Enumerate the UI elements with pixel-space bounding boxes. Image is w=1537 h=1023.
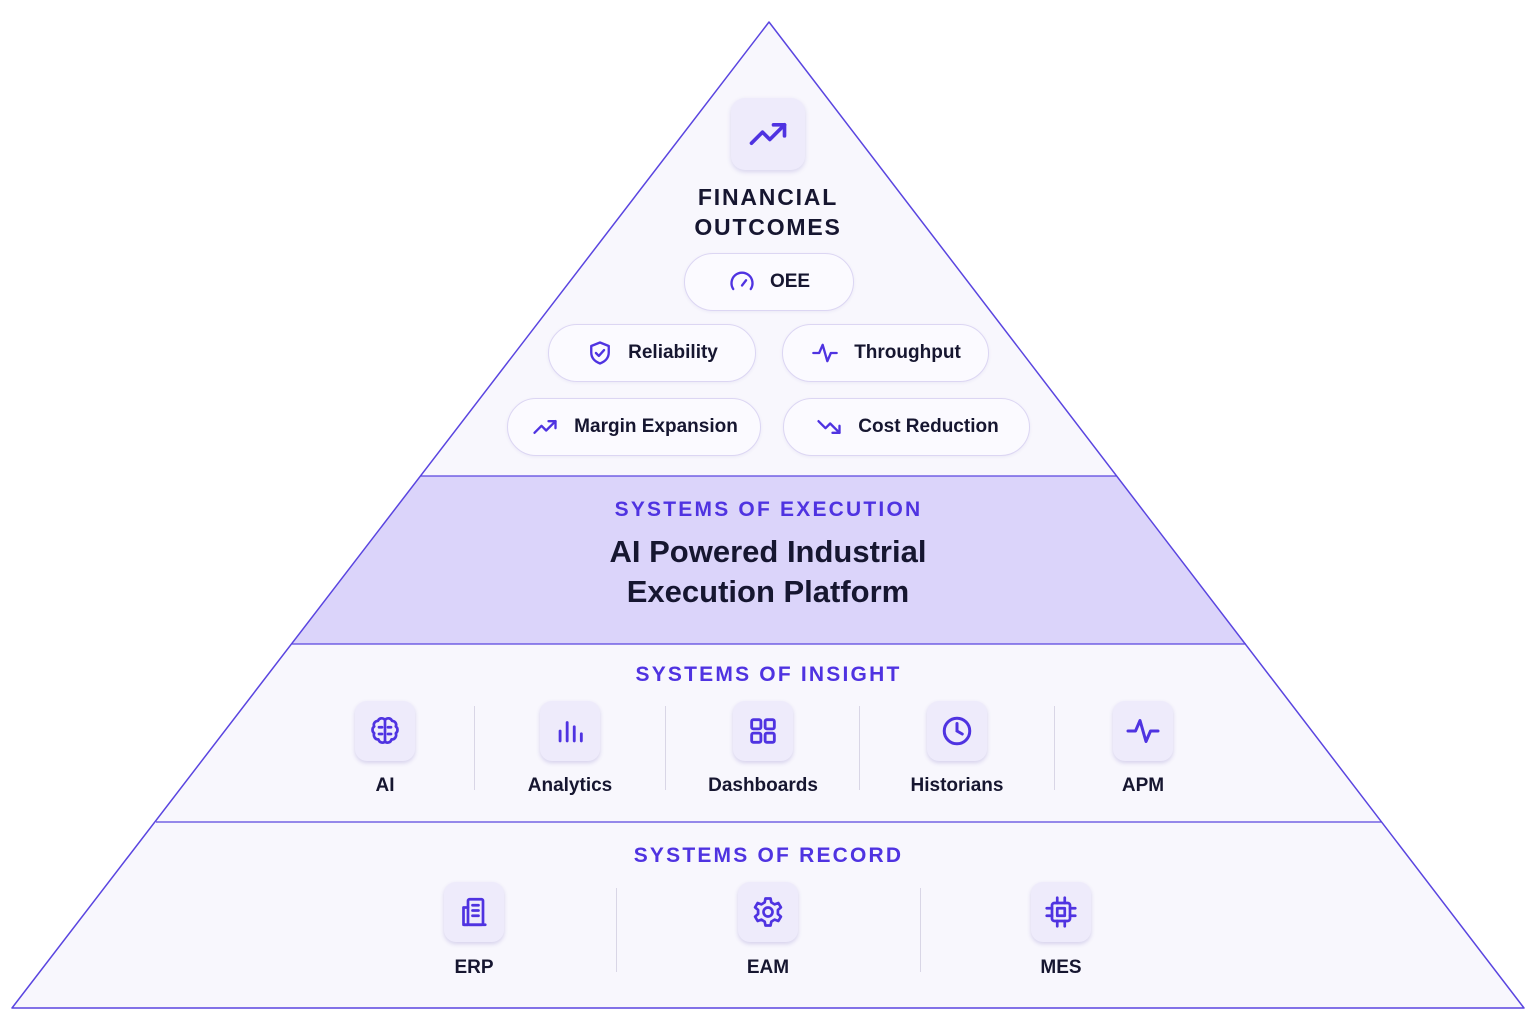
activity-icon — [812, 343, 839, 363]
financial-outcomes-icon-tile — [731, 98, 805, 170]
record-label-mes: MES — [1040, 957, 1082, 978]
insight-label-apm: APM — [1121, 775, 1165, 796]
record-tile-mes — [1031, 882, 1091, 942]
insight-tile-apm — [1113, 701, 1173, 761]
execution-title-line-2: Execution Platform — [626, 574, 910, 609]
insight-divider — [859, 706, 860, 790]
record-heading: SYSTEMS OF RECORD — [633, 844, 904, 867]
insight-tile-historians — [927, 701, 987, 761]
insight-label-dashboards: Dashboards — [708, 775, 818, 796]
pill-label: Throughput — [854, 342, 961, 363]
pill-margin-expansion: Margin Expansion — [507, 398, 761, 456]
chip-icon — [1045, 896, 1077, 928]
brain-icon — [371, 717, 399, 744]
financial-outcomes-title: FINANCIAL OUTCOMES — [568, 182, 968, 242]
execution-title-line-1: AI Powered Industrial — [609, 534, 927, 569]
execution-band — [292, 476, 1246, 644]
insight-tile-analytics — [540, 701, 600, 761]
pill-label: Cost Reduction — [858, 416, 999, 437]
insight-heading: SYSTEMS OF INSIGHT — [635, 663, 902, 686]
record-divider — [920, 888, 921, 972]
gauge-icon — [730, 271, 754, 291]
record-label-eam: EAM — [746, 957, 790, 978]
pill-cost-reduction: Cost Reduction — [783, 398, 1030, 456]
trending-up-icon — [533, 420, 557, 434]
insight-tile-dashboards — [733, 701, 793, 761]
trending-down-icon — [817, 420, 841, 434]
record-tile-erp — [444, 882, 504, 942]
insight-label-analytics: Analytics — [527, 775, 613, 796]
insight-label-historians: Historians — [910, 775, 1004, 796]
record-divider — [616, 888, 617, 972]
clock-icon — [942, 716, 972, 746]
insight-tile-ai — [355, 701, 415, 761]
execution-heading: SYSTEMS OF EXECUTION — [614, 498, 923, 521]
pill-reliability: Reliability — [548, 324, 756, 382]
pill-label: Reliability — [628, 342, 718, 363]
title-line-2: OUTCOMES — [694, 214, 842, 240]
pyramid-outline — [11, 21, 1525, 1009]
pill-oee: OEE — [684, 253, 854, 311]
insight-divider — [1054, 706, 1055, 790]
record-label-erp: ERP — [454, 957, 494, 978]
insight-label-ai: AI — [375, 775, 395, 796]
execution-title: AI Powered Industrial Execution Platform — [468, 532, 1068, 612]
insight-divider — [474, 706, 475, 790]
bar-chart-icon — [558, 721, 583, 743]
insight-divider — [665, 706, 666, 790]
gear-icon — [753, 897, 783, 927]
trending-up-icon — [749, 123, 787, 145]
shield-check-icon — [590, 341, 611, 365]
building-icon — [462, 897, 487, 927]
pill-label: OEE — [769, 271, 811, 292]
grid-icon — [750, 718, 776, 744]
pill-throughput: Throughput — [782, 324, 989, 382]
record-tile-eam — [738, 882, 798, 942]
title-line-1: FINANCIAL — [697, 184, 839, 210]
pill-label: Margin Expansion — [574, 416, 738, 437]
pulse-icon — [1126, 719, 1160, 743]
